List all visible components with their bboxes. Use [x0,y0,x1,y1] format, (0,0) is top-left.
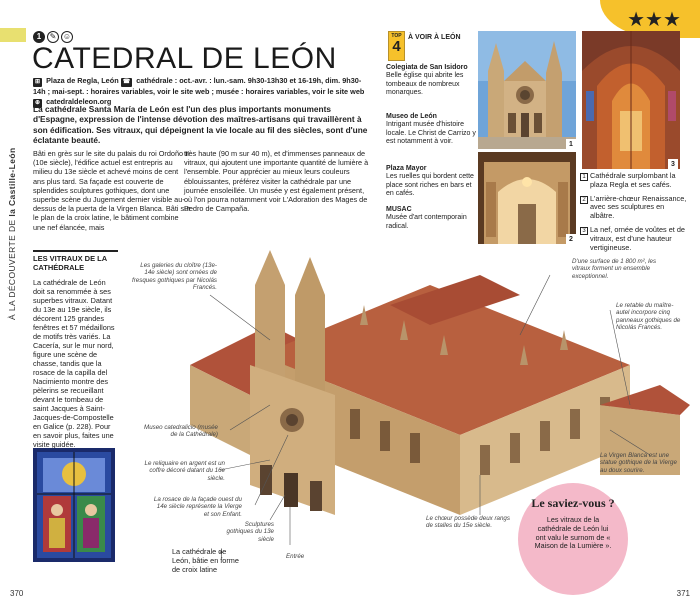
body-column-2: très haute (90 m sur 40 m), et d'immense… [184,149,369,214]
photo-cathedral-exterior: 1 [478,31,576,149]
illustration-caption: La cathédrale de León, bâtie en forme de… [172,547,239,574]
phone-icon: ☎ [120,78,133,88]
label-museum: Museo catedralicio (musée de la Cathédra… [144,424,218,439]
map-icon: ⊞ [33,78,43,88]
page-number-left: 370 [10,589,24,598]
vitraux-text: La cathédrale de León doit sa renommée à… [33,278,115,449]
hours-text: cathédrale : oct.-avr. : lun.-sam. 9h30-… [33,76,365,97]
arrow-up-icon: ↑ [218,546,225,561]
did-you-know-bubble: Le saviez-vous ? Les vitraux de la cathé… [518,483,628,595]
label-virgen-blanca: La Virgen Blanca est une statue gothique… [600,452,677,474]
section-icons: 1 ✎ ☺ [33,31,73,43]
sidebar [0,28,26,584]
intro-text: La cathédrale Santa María de León est l'… [33,104,368,146]
label-sculptures: Sculptures gothiques du 13e siècle [226,521,274,543]
vitraux-heading: LES VITRAUX DE LA CATHÉDRALE [33,250,118,272]
label-galleries: Les galeries du cloître (13e-14e siècle)… [132,262,217,292]
practical-info: ⊞ Plaza de Regla, León ☎ cathédrale : oc… [33,76,373,108]
label-choir: Le chœur possède deux rangs de stalles d… [426,515,510,530]
website-link[interactable]: catedraldeleon.org [46,96,112,106]
photo-nave: 3 [582,31,680,169]
stained-glass-image [33,448,115,562]
photo-number: 3 [668,159,678,169]
label-rose-window: La rosace de la façade ouest du 14e sièc… [153,496,242,518]
vitraux-box: LES VITRAUX DE LA CATHÉDRALE La cathédra… [33,250,118,449]
top4-title: À VOIR À LEÓN [408,34,461,41]
web-icon: ⊕ [33,98,43,108]
label-reliquary: Le reliquaire en argent est un coffre dé… [144,460,226,482]
label-retable: Le retable du maître-autel incorpore cin… [616,302,681,332]
photo-number: 1 [566,139,576,149]
page-number-right: 371 [676,589,690,598]
sidebar-color-bar [0,28,26,42]
sidebar-region: la Castille-León [7,147,17,217]
top4-badge: TOP 4 [388,31,405,61]
cathedral-illustration [160,245,700,550]
top4-item: MUSAC Musée d'art contemporain radical. [386,206,467,230]
did-you-know-heading: Le saviez-vous ? [531,496,615,510]
address-text: Plaza de Regla, León [46,76,119,85]
did-you-know-text: Les vitraux de la cathédrale de León lui… [534,515,612,551]
label-entrance: Entrée [286,553,305,560]
star-rating: ★★★ [627,8,681,31]
section-number: 1 [33,31,45,43]
photo-retrochoir: 2 [478,152,576,244]
body-column-1: Bâti en grès sur le site du palais du ro… [33,149,191,232]
top4-item: Museo de León Intrigant musée d'histoire… [386,113,476,145]
top4-item: Plaza Mayor Les ruelles qui bordent cett… [386,165,474,197]
top4-item: Colegiata de San Isidoro Belle église qu… [386,64,468,96]
walk-icon: ✎ [47,31,59,43]
family-icon: ☺ [61,31,73,43]
page-title: CATEDRAL DE LEÓN [32,42,337,75]
photo-number: 2 [566,234,576,244]
sidebar-label: À LA DÉCOUVERTE DE la Castille-León [7,147,21,550]
label-windows: D'une surface de 1 800 m², les vitraux f… [572,258,657,280]
sidebar-prefix: À LA DÉCOUVERTE DE [7,219,17,320]
